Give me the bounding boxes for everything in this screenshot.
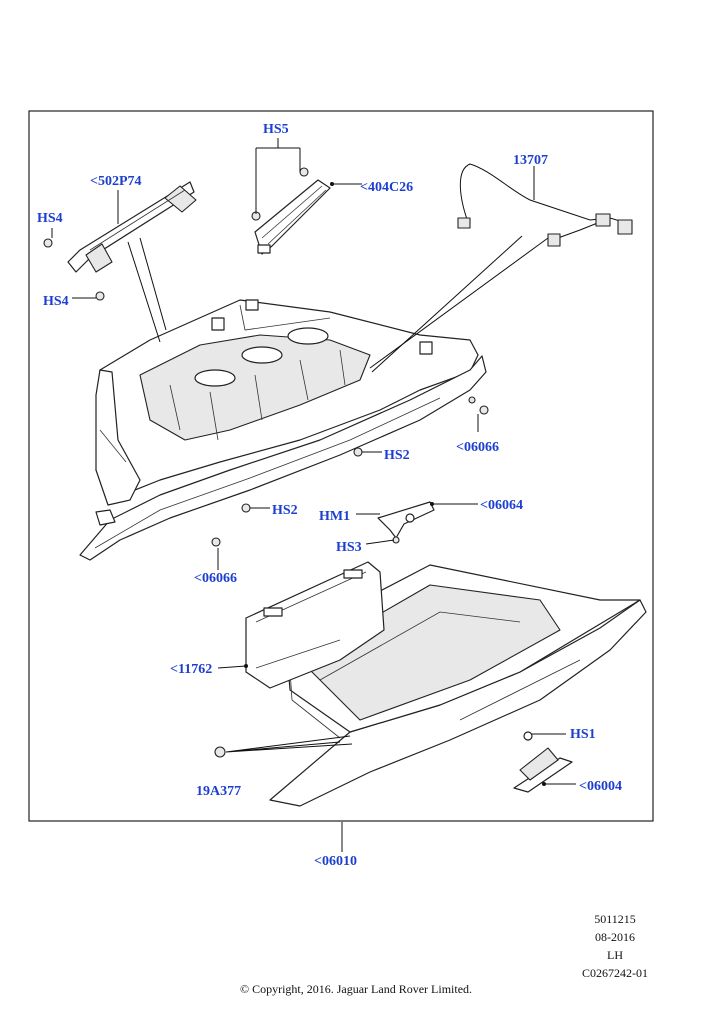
callout-502P74: <502P74 [90,174,142,189]
ref-number: 5011215 [594,912,636,926]
callout-hs5: HS5 [263,122,289,137]
side-indicator: LH [607,948,623,962]
callout-hs1: HS1 [570,727,596,742]
diagram-frame [28,110,654,822]
glovebox-housing [79,299,487,561]
latch-06004 [513,731,573,793]
callout-hs3: HS3 [336,540,362,555]
callout-06066-right: <06066 [456,440,499,455]
diagram-code: C0267242-01 [582,966,648,980]
callout-06004: <06004 [579,779,622,794]
callout-hs2-left: HS2 [272,503,298,518]
callout-hm1: HM1 [319,509,351,524]
bracket-06064 [377,501,435,539]
callout-404C26: <404C26 [360,180,414,195]
callout-19A377: 19A377 [196,784,242,799]
diagram-date: 08-2016 [595,930,635,944]
callout-13707: 13707 [513,153,548,168]
callout-hs4-top: HS4 [37,211,63,226]
glovebox-door-11762 [245,561,385,689]
bracket-502P74 [67,181,197,273]
callout-06066-left: <06066 [194,571,237,586]
callout-hs2-right: HS2 [384,448,410,463]
copyright-notice: © Copyright, 2016. Jaguar Land Rover Lim… [239,982,473,996]
callout-06010: <06010 [314,854,357,869]
wiring-harness-13707 [457,163,633,247]
callout-hs4-bottom: HS4 [43,294,69,309]
callout-06064: <06064 [480,498,523,513]
callout-leaders [51,138,576,852]
callout-11762: <11762 [170,662,213,677]
bracket-404C26 [254,179,331,255]
